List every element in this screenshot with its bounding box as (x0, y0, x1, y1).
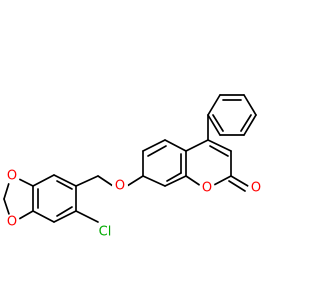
bond (212, 114, 224, 132)
molecule-structure: O O O O O Cl (3, 94, 264, 240)
bond (164, 139, 187, 152)
bond (75, 210, 99, 223)
bond (230, 175, 249, 187)
ether-oxygen-label: O (115, 179, 125, 194)
bond (75, 175, 99, 187)
bond (185, 139, 209, 152)
chlorine-label: Cl (99, 225, 112, 240)
atom-label-layer: O O O O O Cl (4, 168, 264, 240)
ring-oxygen-label: O (202, 181, 212, 196)
bond (142, 139, 166, 152)
bond (243, 114, 257, 136)
bond (240, 114, 252, 132)
bond (142, 175, 166, 187)
bond (243, 94, 257, 116)
bond (126, 175, 144, 187)
bond (147, 145, 167, 157)
bond (228, 180, 246, 192)
bond (97, 175, 114, 187)
dioxole-oxygen-upper-label: O (7, 169, 17, 184)
bond (53, 174, 77, 187)
bond (18, 210, 34, 220)
bond-layer (3, 94, 257, 223)
bond (207, 114, 221, 136)
bond (207, 94, 221, 116)
bond (185, 175, 202, 187)
bond (164, 175, 187, 187)
dioxole-oxygen-lower-label: O (7, 215, 17, 230)
bond (211, 175, 232, 187)
bond (209, 145, 229, 157)
bond (18, 178, 34, 187)
bond (207, 139, 232, 152)
bond (166, 172, 182, 182)
carbonyl-oxygen-label: O (251, 181, 261, 196)
bond (3, 182, 10, 200)
bond (56, 180, 73, 190)
bond (53, 210, 77, 223)
bond (3, 198, 10, 215)
bond (32, 210, 55, 223)
bond (56, 206, 73, 217)
bond (32, 174, 55, 187)
